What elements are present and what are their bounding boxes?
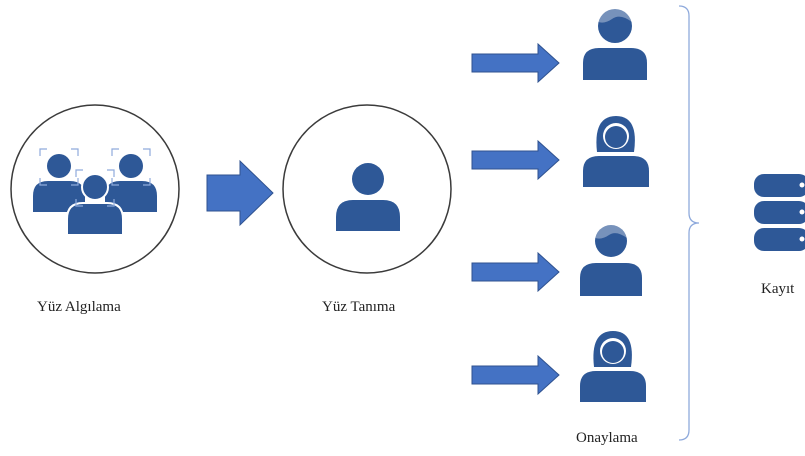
group-face-detection-icon: [33, 154, 157, 236]
database-icon: [754, 174, 805, 251]
flow-arrow: [471, 139, 560, 181]
candidate-arrows: [471, 42, 560, 396]
candidate-4: [580, 331, 646, 402]
candidate-3: [580, 224, 642, 296]
recognition-label: Yüz Tanıma: [322, 299, 396, 315]
flow-arrow: [206, 159, 274, 227]
candidate-2: [583, 116, 649, 187]
grouping-brace: [678, 5, 700, 441]
verification-label: Onaylama: [576, 430, 638, 446]
person-icon: [336, 163, 400, 231]
flow-arrow: [471, 354, 560, 396]
flow-arrow: [471, 251, 560, 293]
man-icon: [583, 7, 647, 80]
detection-label: Yüz Algılama: [37, 299, 121, 315]
woman-icon: [583, 116, 649, 187]
candidate-1: [583, 7, 647, 80]
focus-brackets: [39, 148, 151, 207]
man-icon: [580, 224, 642, 296]
recognition-node: [282, 104, 452, 274]
detection-node: [10, 104, 180, 274]
woman-icon: [580, 331, 646, 402]
flow-arrow: [471, 42, 560, 84]
record-label: Kayıt: [761, 281, 795, 297]
